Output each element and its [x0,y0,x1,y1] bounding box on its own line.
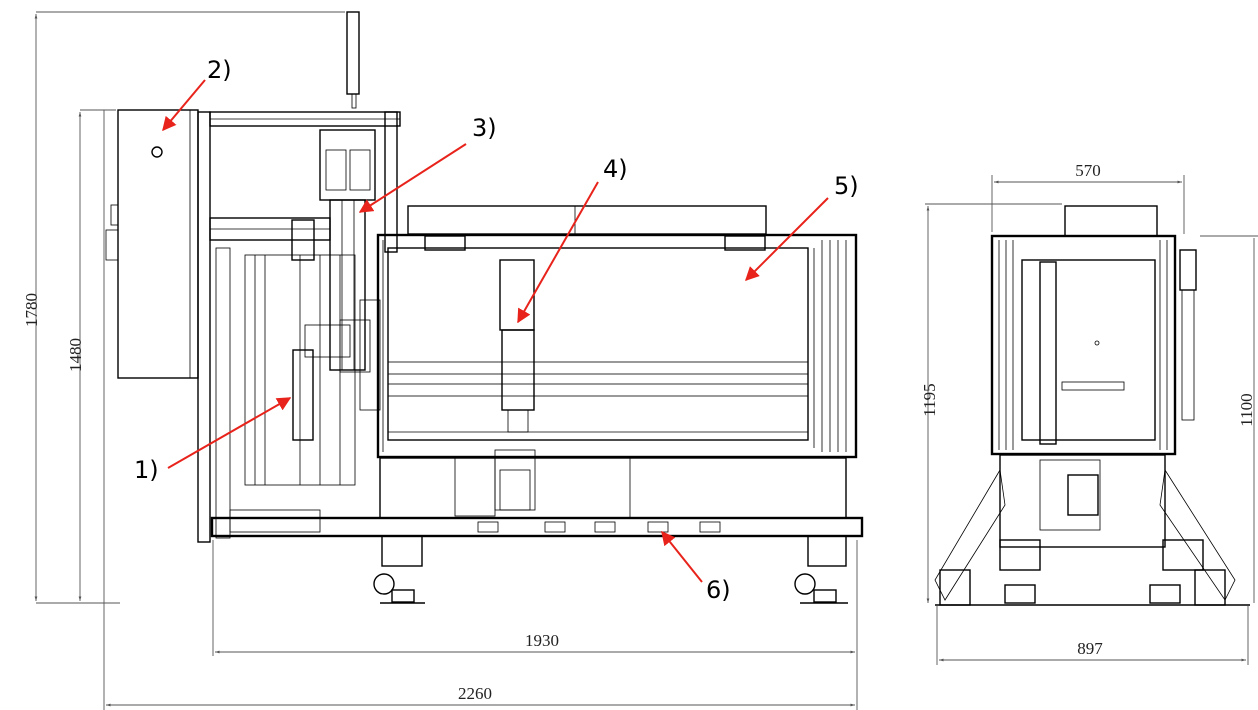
electrical-cabinet [117,109,199,379]
callout-arrows [162,79,829,583]
arrow-5 [745,197,829,281]
side-view [934,205,1250,606]
gantry-head [499,259,535,331]
front-view [105,11,864,604]
dim-total-width: 2260 [458,684,492,703]
dim-frame-height: 1480 [66,338,85,372]
side-enclosure [990,234,1177,456]
cabinet-knob-icon [151,146,163,158]
callout-label-5: 5) [834,172,859,200]
dim-side-height: 1195 [920,383,939,416]
main-enclosure [376,233,858,459]
arrow-6 [661,530,703,583]
dim-side-base-width: 897 [1077,639,1103,658]
base-frame [210,516,864,538]
arrow-1 [167,397,292,469]
callout-label-6: 6) [706,576,731,604]
arrow-2 [162,79,206,132]
arrow-4 [517,181,599,324]
left-frame-post [197,111,211,543]
callout-label-1: 1) [134,456,159,484]
arrow-3 [358,143,467,213]
callout-label-3: 3) [472,114,497,142]
dim-frame-width: 1930 [525,631,559,650]
dim-side-top-width: 570 [1075,161,1101,180]
dim-total-height: 1780 [22,293,41,327]
callout-label-2: 2) [207,56,232,84]
callout-label-4: 4) [603,155,628,183]
signal-tower [346,11,360,95]
dimension-lines [34,11,1258,710]
dim-side-right-height: 1100 [1237,393,1256,426]
